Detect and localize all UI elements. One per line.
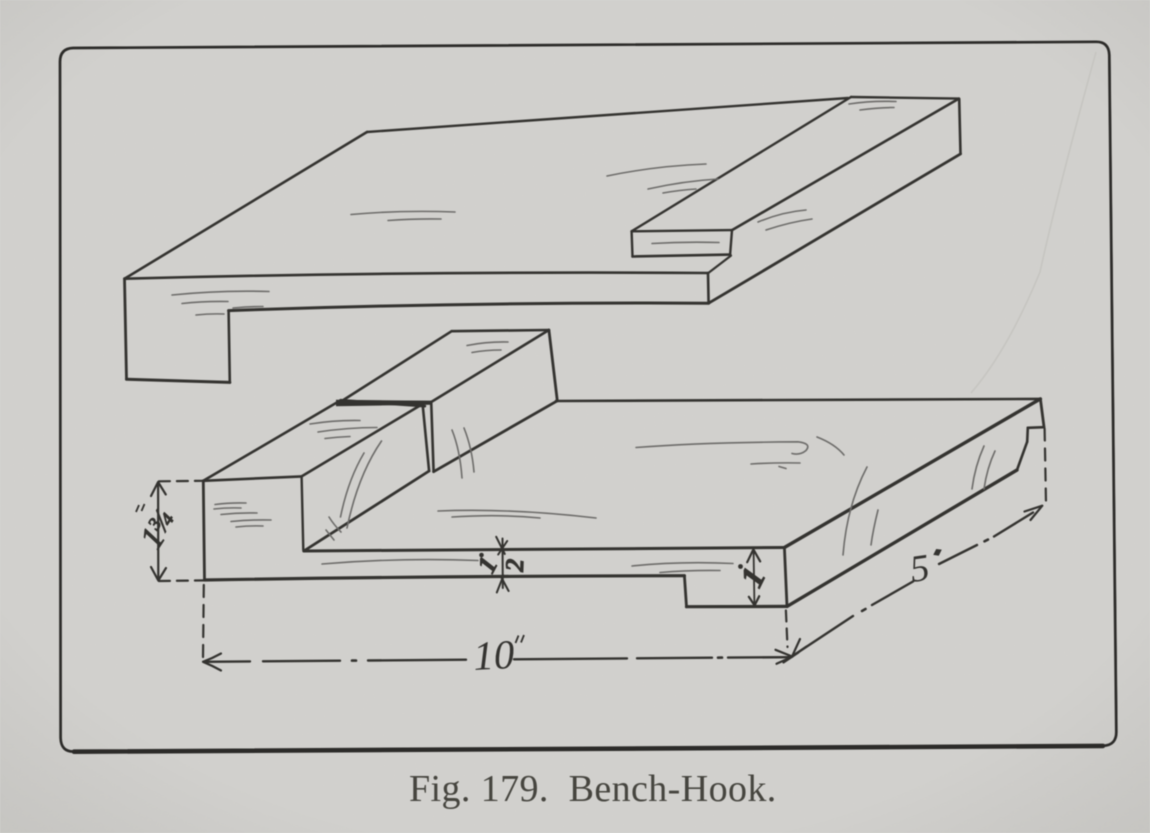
- svg-text:2: 2: [500, 558, 529, 573]
- svg-text:10: 10: [472, 631, 515, 679]
- svg-text:Fig. 179. Bench-Hook.: Fig. 179. Bench-Hook.: [409, 768, 777, 810]
